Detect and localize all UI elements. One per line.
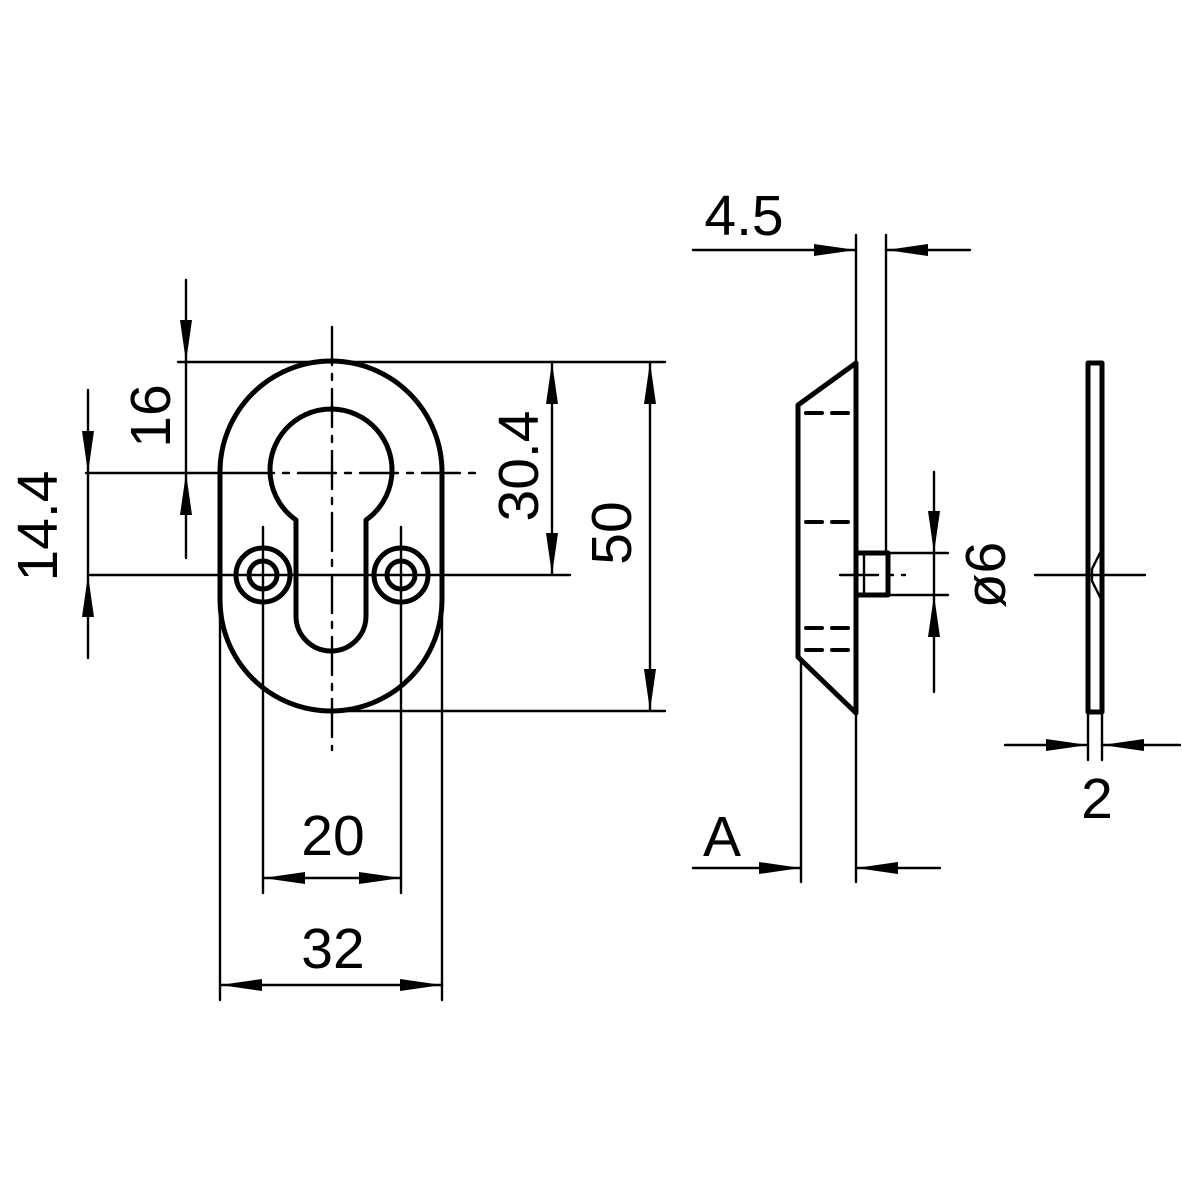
dimension-a-label: A [703, 805, 741, 869]
dimension-16: 16 [119, 278, 192, 560]
dimension-30-4: 30.4 [487, 360, 558, 577]
dimension-16-label: 16 [119, 384, 183, 447]
dimension-14-4-label: 14.4 [6, 471, 70, 582]
dimension-diameter-6-label: ø6 [954, 542, 1018, 609]
dimension-32-label: 32 [301, 917, 364, 981]
dimension-30-4-label: 30.4 [487, 411, 551, 522]
front-extension-lines [84, 360, 667, 1002]
dimension-a: A [691, 805, 942, 874]
plate-edge-outline [1085, 360, 1105, 715]
dimension-50-label: 50 [580, 501, 644, 564]
edge-extension-lines [1086, 710, 1104, 762]
dimension-diameter-6: ø6 [928, 470, 1018, 694]
dimension-2-label: 2 [1081, 767, 1113, 831]
dimension-4-5: 4.5 [691, 184, 972, 256]
dimension-20-label: 20 [301, 804, 364, 868]
dimension-4-5-label: 4.5 [704, 184, 783, 248]
dimension-50: 50 [580, 360, 656, 713]
dimension-20: 20 [261, 804, 403, 884]
dimension-2: 2 [1003, 739, 1182, 831]
side-view [795, 360, 907, 716]
side-profile-outline [795, 360, 859, 716]
dimension-14-4: 14.4 [6, 388, 94, 660]
keyhole-cutout [267, 406, 395, 654]
dimension-32: 32 [218, 917, 444, 991]
side-extension-lines [799, 233, 950, 884]
edge-view [1033, 360, 1147, 715]
